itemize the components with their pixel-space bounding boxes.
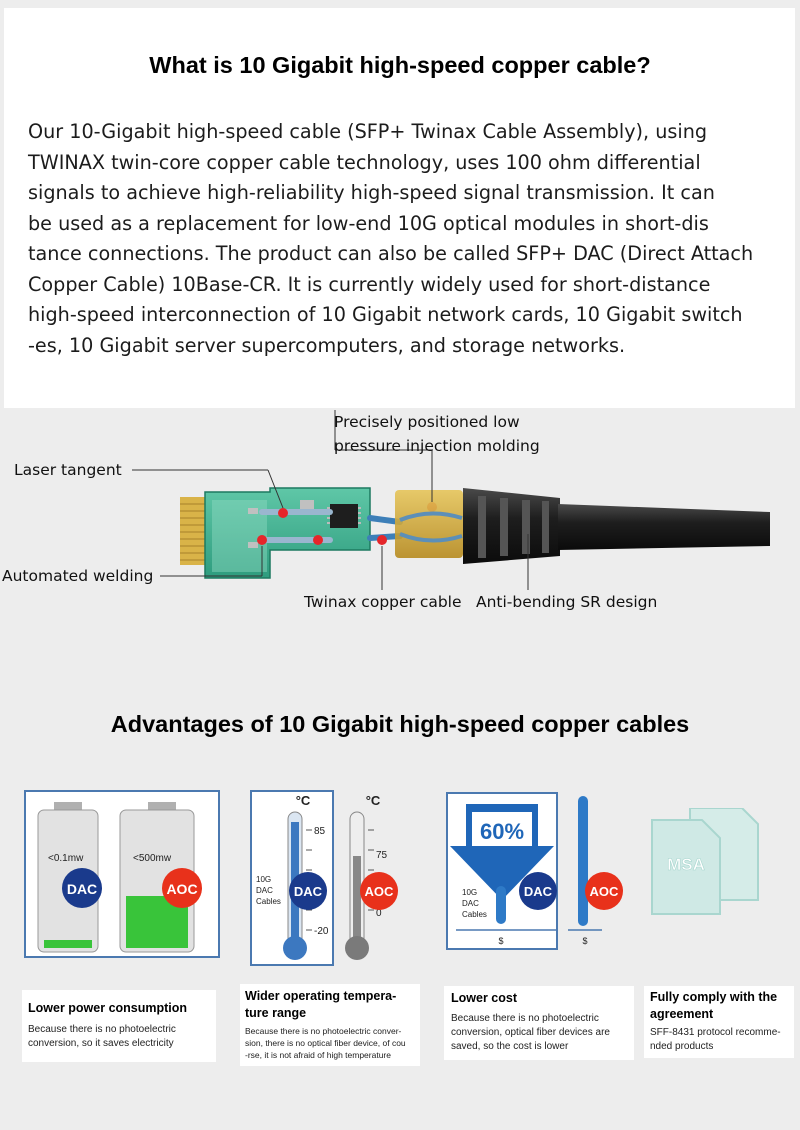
intro-line: tance connections. The product can also … (28, 242, 754, 265)
aoc-badge-label: AOC (590, 884, 620, 899)
temp-aoc-low: 0 (376, 908, 382, 919)
callout-automated-welding: Automated welding (2, 567, 154, 585)
section-title-advantages: Advantages of 10 Gigabit high-speed copp… (110, 711, 690, 737)
intro-line: -es, 10 Gigabit server supercomputers, a… (28, 333, 626, 357)
dac-badge (62, 868, 102, 908)
advantage-card-power: Lower power consumption Because there is… (22, 990, 216, 1062)
temp-unit-dac: °C (296, 793, 311, 808)
cable-illustration (132, 410, 770, 590)
intro-paragraph: Our 10-Gigabit high-speed cable (SFP+ Tw… (28, 117, 780, 361)
card-title: Wider operating tempera- ture range (245, 989, 397, 1020)
cost-dac-label-line: Cables (462, 910, 487, 919)
card-title: Fully comply with the agreement (650, 990, 778, 1021)
injection-molding (395, 490, 463, 558)
card-description: Because there is no photoelectric conver… (28, 1024, 176, 1049)
cost-dac-currency: $ (498, 936, 503, 946)
advantage-card-cost: Lower cost Because there is no photoelec… (444, 986, 634, 1060)
dac-badge-label: DAC (67, 881, 97, 897)
cost-illustration: 60% $ 10G DAC Cables $ DAC AOC (446, 792, 636, 952)
callout-twinax-cable: Twinax copper cable (304, 593, 462, 611)
dac-power-value: <0.1mw (48, 853, 84, 864)
temperature-range-illustration: °C 85 -20 10G DAC Cables °C 75 0 DAC AOC (250, 790, 410, 966)
anti-bending-boot (463, 488, 560, 564)
advantage-card-temperature: Wider operating tempera- ture range Beca… (240, 984, 420, 1066)
aoc-badge (162, 868, 202, 908)
intro-line: Our 10-Gigabit high-speed cable (SFP+ Tw… (28, 120, 708, 143)
aoc-badge-label: AOC (365, 884, 395, 899)
dac-badge-label: DAC (294, 884, 323, 899)
temp-dac-low: -20 (314, 926, 329, 937)
cost-aoc-currency: $ (582, 936, 587, 946)
aoc-badge-label: AOC (166, 881, 197, 897)
gold-fingers (180, 497, 206, 565)
cost-percent: 60% (480, 819, 524, 844)
callout-laser-tangent: Laser tangent (14, 461, 122, 479)
callout-molding-line2: pressure injection molding (334, 437, 540, 455)
card-title: Lower power consumption (28, 1001, 188, 1015)
card-description: Because there is no photoelectric conver… (451, 1013, 610, 1052)
temp-dac-label-line: Cables (256, 897, 281, 906)
temp-dac-label-line: 10G (256, 875, 271, 884)
intro-line: high-speed interconnection of 10 Gigabit… (28, 303, 743, 326)
intro-line: be used as a replacement for low-end 10G… (28, 211, 709, 235)
card-title: Lower cost (451, 991, 517, 1005)
card-description: Because there is no photoelectric conver… (245, 1026, 406, 1060)
temp-dac-high: 85 (314, 826, 326, 837)
cost-dac-label-line: 10G (462, 888, 477, 897)
cable (558, 504, 770, 550)
intro-panel (4, 8, 795, 408)
intro-line: TWINAX twin-core copper cable technology… (28, 150, 701, 174)
advantage-card-agreement: Fully comply with the agreement SFF-8431… (644, 986, 794, 1058)
battery-level-dac (44, 940, 92, 948)
cable-structure-diagram: Laser tangent Automated welding Precisel… (0, 400, 800, 660)
card-description: SFF-8431 protocol recomme- nded products (650, 1027, 781, 1052)
power-consumption-illustration: DAC AOC <0.1mw <500mw (24, 790, 220, 958)
aoc-power-value: <500mw (133, 853, 172, 864)
temp-aoc-high: 75 (376, 850, 388, 861)
callout-anti-bending: Anti-bending SR design (476, 593, 658, 611)
intro-line: Copper Cable) 10Base-CR. It is currently… (28, 272, 711, 296)
cost-dac-label-line: DAC (462, 899, 479, 908)
intro-line: signals to achieve high-reliability high… (28, 181, 715, 204)
temp-unit-aoc: °C (366, 793, 381, 808)
dac-badge-label: DAC (524, 884, 553, 899)
section-title-what-is: What is 10 Gigabit high-speed copper cab… (149, 52, 651, 78)
callout-molding-line1: Precisely positioned low (334, 413, 520, 431)
msa-document-icon: MSA (650, 807, 760, 916)
msa-label: MSA (667, 855, 705, 874)
temp-dac-label-line: DAC (256, 886, 273, 895)
chip (330, 504, 358, 528)
